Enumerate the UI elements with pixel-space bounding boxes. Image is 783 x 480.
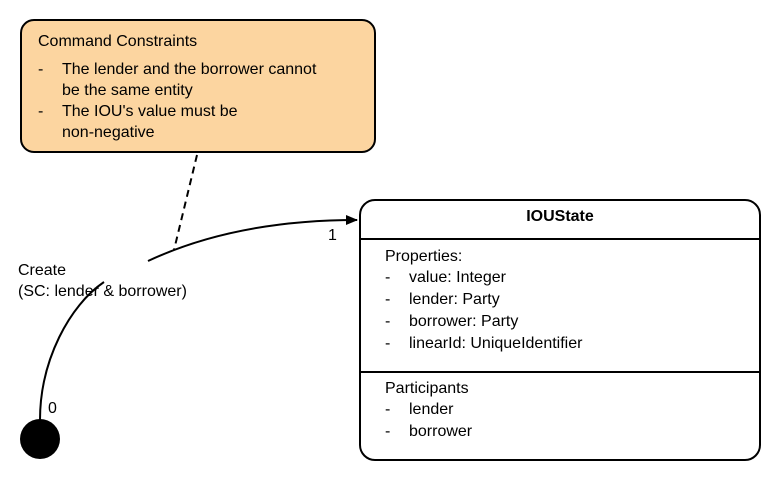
bullet-dash: - bbox=[385, 335, 391, 352]
transition-label: Create (SC: lender & borrower) bbox=[18, 262, 187, 300]
properties-list: - value: Integer - lender: Party - borro… bbox=[385, 267, 582, 355]
participants-title: Participants bbox=[385, 380, 469, 397]
property-item: - linearId: UniqueIdentifier bbox=[385, 333, 582, 355]
bullet-dash: - bbox=[385, 269, 391, 286]
bullet-dash: - bbox=[385, 313, 391, 330]
note-anchor-line bbox=[173, 154, 198, 251]
bullet-dash: - bbox=[385, 423, 391, 440]
transition-curve-upper bbox=[147, 215, 358, 262]
participant-text: lender bbox=[409, 401, 454, 418]
constraint-text: The lender and the borrower cannot be th… bbox=[62, 61, 317, 99]
bullet-dash: - bbox=[385, 401, 391, 418]
property-item: - borrower: Party bbox=[385, 311, 582, 333]
participant-text: borrower bbox=[409, 423, 473, 440]
constraint-text: The IOU's value must be non-negative bbox=[62, 103, 238, 141]
initial-state-node bbox=[20, 419, 60, 459]
constraints-title: Command Constraints bbox=[38, 33, 198, 50]
bullet-dash: - bbox=[38, 103, 44, 120]
state-title: IOUState bbox=[526, 208, 594, 225]
property-text: borrower: Party bbox=[409, 313, 519, 330]
title-divider bbox=[361, 238, 759, 240]
property-text: lender: Party bbox=[409, 291, 500, 308]
property-text: value: Integer bbox=[409, 269, 506, 286]
participants-list: - lender - borrower bbox=[385, 399, 472, 443]
transition-curve-lower bbox=[39, 281, 105, 421]
command-constraints-note: Command Constraints - The lender and the… bbox=[20, 19, 376, 153]
section-divider bbox=[361, 371, 759, 373]
property-item: - lender: Party bbox=[385, 289, 582, 311]
bullet-dash: - bbox=[38, 61, 44, 78]
participant-item: - borrower bbox=[385, 421, 472, 443]
constraint-item: - The IOU's value must be non-negative bbox=[38, 101, 316, 143]
target-multiplicity: 1 bbox=[328, 227, 337, 244]
constraint-item: - The lender and the borrower cannot be … bbox=[38, 59, 316, 101]
constraints-list: - The lender and the borrower cannot be … bbox=[38, 59, 316, 143]
bullet-dash: - bbox=[385, 291, 391, 308]
property-item: - value: Integer bbox=[385, 267, 582, 289]
properties-title: Properties: bbox=[385, 248, 463, 265]
iou-state-box: IOUState Properties: - value: Integer - … bbox=[359, 199, 761, 461]
participant-item: - lender bbox=[385, 399, 472, 421]
property-text: linearId: UniqueIdentifier bbox=[409, 335, 583, 352]
source-multiplicity: 0 bbox=[48, 400, 57, 417]
